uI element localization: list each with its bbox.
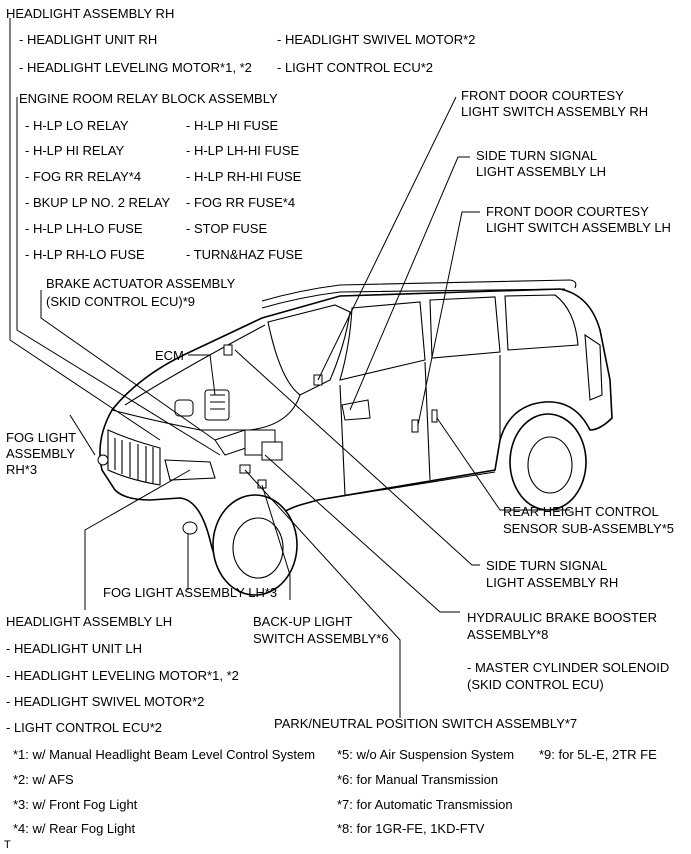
footnote: *1: w/ Manual Headlight Beam Level Contr…: [13, 747, 316, 762]
label-brake-actuator: BRAKE ACTUATOR ASSEMBLY: [46, 276, 236, 291]
label-front-door-lh-2: LIGHT SWITCH ASSEMBLY LH: [486, 220, 671, 235]
label-hydraulic-2: ASSEMBLY*8: [467, 627, 549, 642]
label-relay-block: ENGINE ROOM RELAY BLOCK ASSEMBLY: [19, 91, 278, 106]
label-fog-rh-3: RH*3: [6, 462, 38, 477]
relay-item: - H-LP RH-HI FUSE: [186, 169, 302, 184]
leader-lines: [9, 18, 570, 718]
relay-item: - FOG RR RELAY*4: [25, 169, 142, 184]
label-side-turn-rh-2: LIGHT ASSEMBLY RH: [486, 575, 619, 590]
label-fog-rh-2: ASSEMBLY: [6, 446, 76, 461]
relay-item: - FOG RR FUSE*4: [186, 195, 296, 210]
label-master-cyl: - MASTER CYLINDER SOLENOID: [467, 660, 670, 675]
label-headlight-unit-rh: - HEADLIGHT UNIT RH: [19, 32, 158, 47]
label-light-ecu-rh: - LIGHT CONTROL ECU*2: [277, 60, 434, 75]
label-backup-2: SWITCH ASSEMBLY*6: [253, 631, 389, 646]
label-headlight-swivel-rh: - HEADLIGHT SWIVEL MOTOR*2: [277, 32, 476, 47]
relay-item: - H-LP RH-LO FUSE: [25, 247, 145, 262]
label-side-turn-lh-2: LIGHT ASSEMBLY LH: [476, 164, 607, 179]
label-rear-height: REAR HEIGHT CONTROL: [503, 504, 659, 519]
label-light-ecu-lh: - LIGHT CONTROL ECU*2: [6, 720, 163, 735]
label-side-turn-rh: SIDE TURN SIGNAL: [486, 558, 608, 573]
label-front-door-lh: FRONT DOOR COURTESY: [486, 204, 649, 219]
footnote: *7: for Automatic Transmission: [337, 797, 513, 812]
label-headlight-lh: HEADLIGHT ASSEMBLY LH: [6, 614, 173, 629]
footnote: *5: w/o Air Suspension System: [337, 747, 515, 762]
label-headlight-leveling-lh: - HEADLIGHT LEVELING MOTOR*1, *2: [6, 668, 239, 683]
relay-item: - TURN&HAZ FUSE: [186, 247, 303, 262]
label-brake-actuator-sub: (SKID CONTROL ECU)*9: [46, 294, 196, 309]
relay-item: - BKUP LP NO. 2 RELAY: [25, 195, 171, 210]
footnote: *3: w/ Front Fog Light: [13, 797, 138, 812]
label-headlight-swivel-lh: - HEADLIGHT SWIVEL MOTOR*2: [6, 694, 205, 709]
relay-item: - H-LP LH-LO FUSE: [25, 221, 143, 236]
label-backup: BACK-UP LIGHT: [253, 614, 353, 629]
label-headlight-leveling-rh: - HEADLIGHT LEVELING MOTOR*1, *2: [19, 60, 252, 75]
footnote: *9: for 5L-E, 2TR FE: [539, 747, 657, 762]
label-park-neutral: PARK/NEUTRAL POSITION SWITCH ASSEMBLY*7: [274, 716, 578, 731]
relay-item: - H-LP HI FUSE: [186, 118, 279, 133]
label-rear-height-2: SENSOR SUB-ASSEMBLY*5: [503, 521, 674, 536]
footnote: *8: for 1GR-FE, 1KD-FTV: [337, 821, 485, 836]
relay-item: - STOP FUSE: [186, 221, 268, 236]
label-hydraulic: HYDRAULIC BRAKE BOOSTER: [467, 610, 657, 625]
vehicle-body: [97, 279, 613, 596]
label-front-door-rh: FRONT DOOR COURTESY: [461, 88, 624, 103]
label-side-turn-lh: SIDE TURN SIGNAL: [476, 148, 598, 163]
corner-mark: T: [4, 839, 11, 851]
label-headlight-rh: HEADLIGHT ASSEMBLY RH: [6, 6, 175, 21]
relay-item: - H-LP LH-HI FUSE: [186, 143, 300, 158]
footnote: *6: for Manual Transmission: [337, 772, 499, 787]
label-fog-rh: FOG LIGHT: [6, 430, 77, 445]
label-fog-lh: FOG LIGHT ASSEMBLY LH*3: [103, 585, 278, 600]
label-ecm: ECM: [155, 348, 184, 363]
label-front-door-rh-2: LIGHT SWITCH ASSEMBLY RH: [461, 104, 649, 119]
footnote: *2: w/ AFS: [13, 772, 74, 787]
relay-item: - H-LP HI RELAY: [25, 143, 125, 158]
footnote: *4: w/ Rear Fog Light: [13, 821, 136, 836]
relay-item: - H-LP LO RELAY: [25, 118, 129, 133]
label-headlight-unit-lh: - HEADLIGHT UNIT LH: [6, 641, 143, 656]
label-master-cyl-2: (SKID CONTROL ECU): [467, 677, 604, 692]
